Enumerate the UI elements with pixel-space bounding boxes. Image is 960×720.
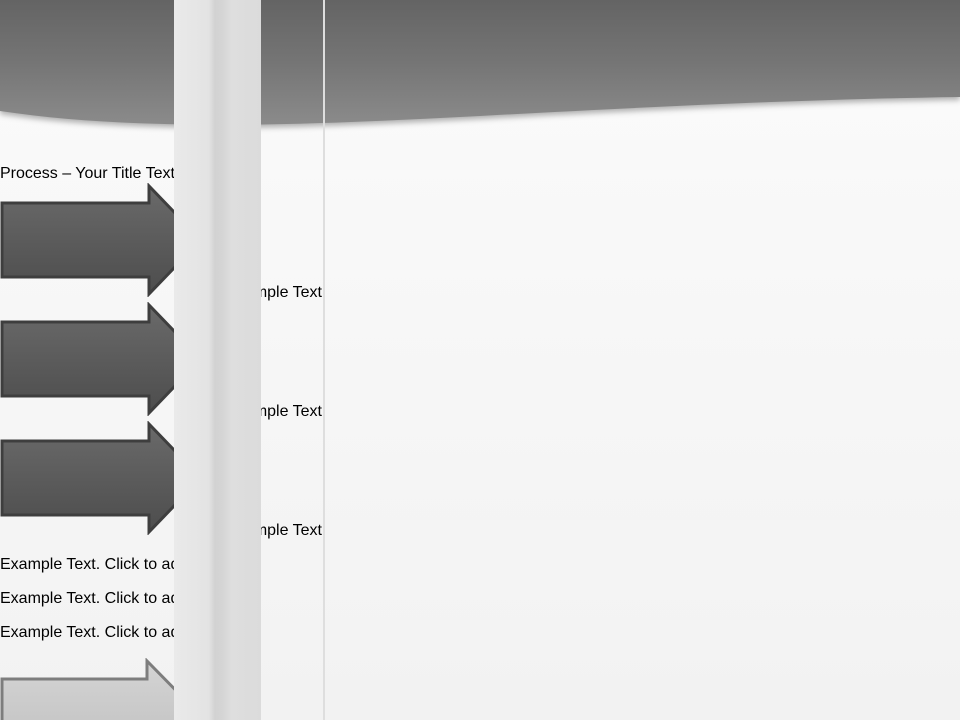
- title-emphasis: Process: [0, 165, 58, 182]
- door-panel: [323, 0, 692, 720]
- output-arrow: Example Text.: [0, 657, 960, 720]
- right-arrow-shape-icon: [0, 657, 204, 720]
- door-frame-left: [174, 0, 261, 720]
